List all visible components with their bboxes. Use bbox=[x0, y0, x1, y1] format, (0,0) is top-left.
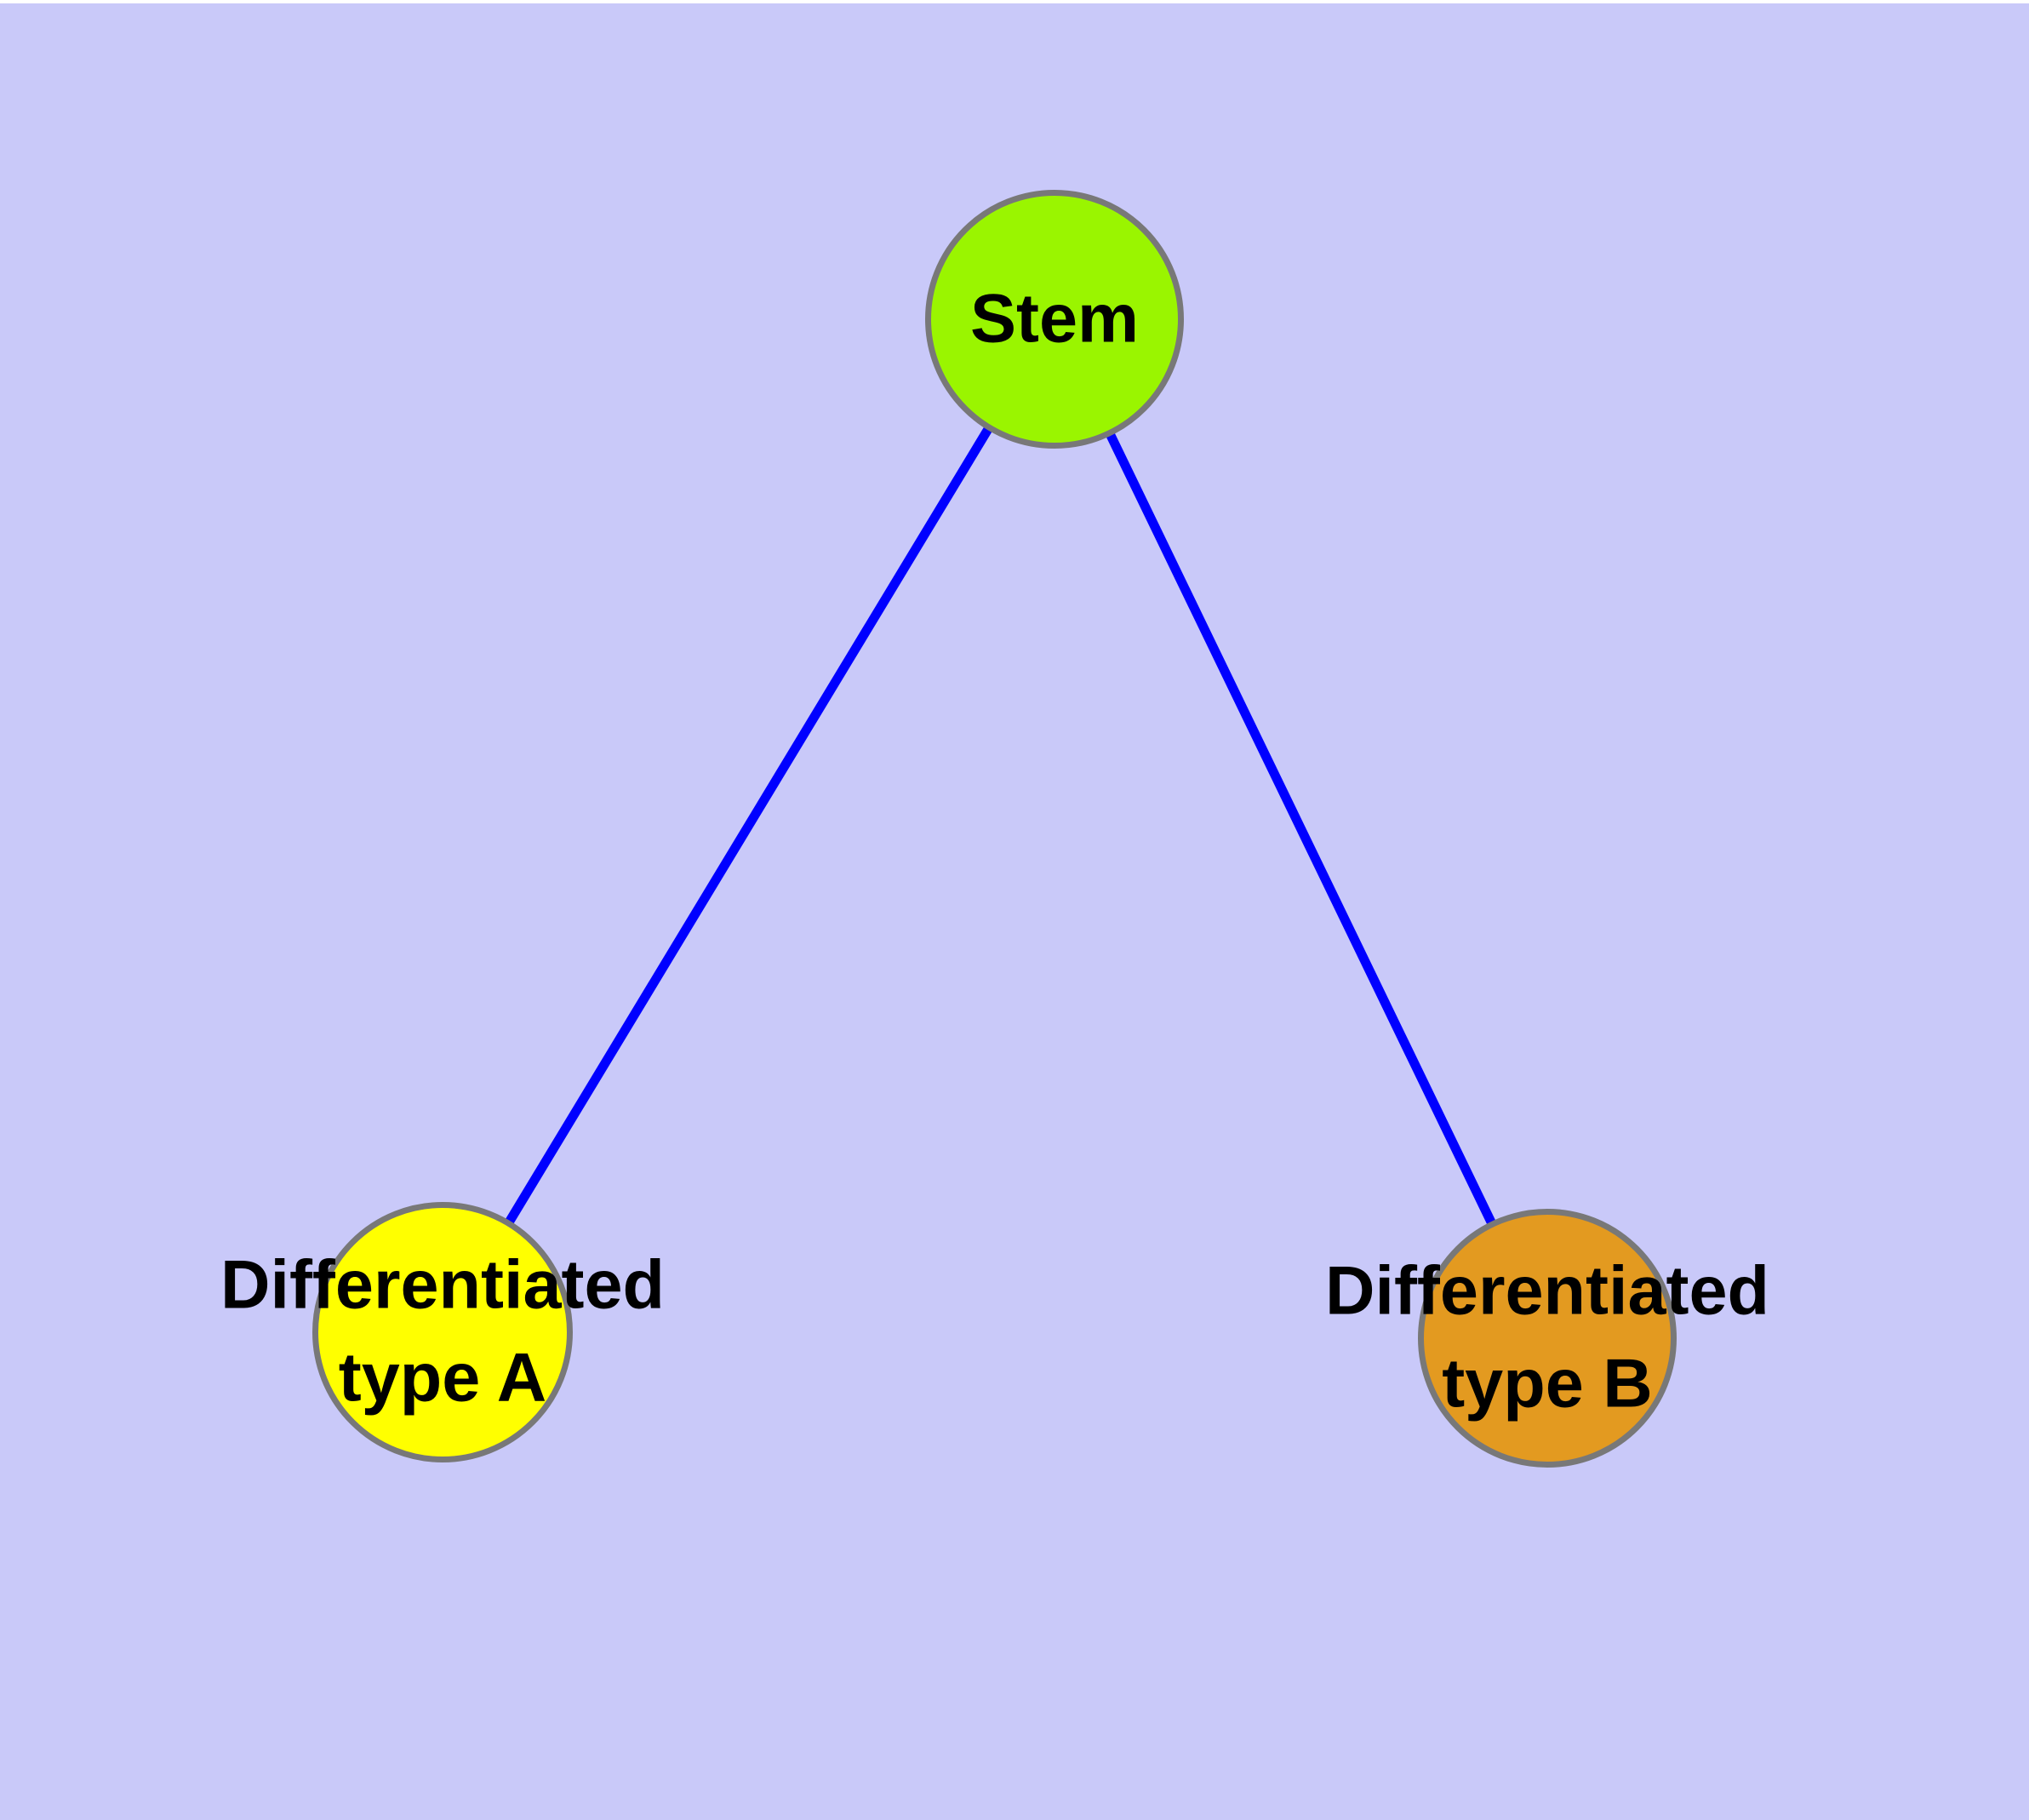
node-label-differentiated-type-a: Differentiated type A bbox=[220, 1239, 665, 1426]
node-circle-differentiated-type-b bbox=[1418, 1209, 1677, 1468]
node-circle-stem bbox=[925, 190, 1184, 449]
node-label-line: type A bbox=[338, 1340, 547, 1417]
node-circle-differentiated-type-a bbox=[312, 1202, 573, 1462]
node-label-line: type B bbox=[1442, 1346, 1653, 1422]
node-label-line: Stem bbox=[969, 280, 1140, 358]
node-label-line: Differentiated bbox=[1324, 1252, 1770, 1330]
node-differentiated-type-b[interactable]: Differentiated type B bbox=[1325, 1209, 1769, 1468]
edge-stem-to-differentiated-type-a bbox=[438, 317, 1059, 1335]
top-border-strip bbox=[0, 0, 2029, 3]
node-label-line: Differentiated bbox=[220, 1246, 666, 1324]
node-stem[interactable]: Stem bbox=[925, 190, 1184, 449]
node-label-differentiated-type-b: Differentiated type B bbox=[1325, 1245, 1769, 1432]
edge-stem-to-differentiated-type-b bbox=[1050, 317, 1552, 1341]
node-label-stem: Stem bbox=[970, 272, 1139, 365]
node-differentiated-type-a[interactable]: Differentiated type A bbox=[220, 1202, 665, 1462]
